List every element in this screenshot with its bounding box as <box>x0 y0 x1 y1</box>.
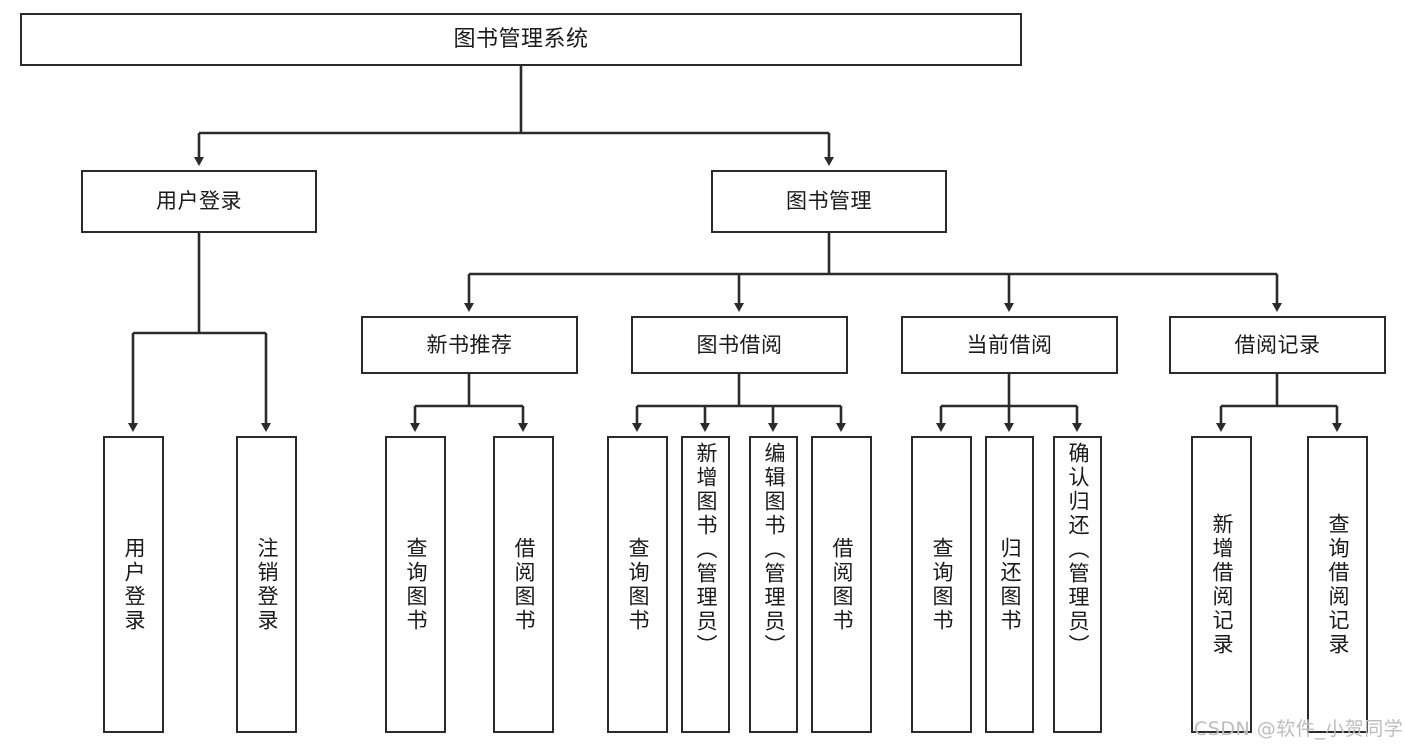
leaf-user-logout-label: 注销登录 <box>255 536 279 633</box>
leaf-user-logout[interactable]: 注销登录 <box>236 436 297 733</box>
leaf-return-book[interactable]: 归还图书 <box>985 436 1034 733</box>
leaf-query-book-3[interactable]: 查询图书 <box>911 436 972 733</box>
node-book-borrow[interactable]: 图书借阅 <box>631 316 848 374</box>
csdn-watermark: CSDN @软件_小贺同学 <box>1194 718 1404 740</box>
node-root-system-label: 图书管理系统 <box>453 26 589 52</box>
leaf-edit-book-label: 编辑图书（管理员） <box>762 442 786 658</box>
leaf-confirm-return[interactable]: 确认归还（管理员） <box>1053 436 1102 733</box>
leaf-query-record-label: 查询借阅记录 <box>1326 512 1350 657</box>
leaf-add-book[interactable]: 新增图书（管理员） <box>681 436 730 733</box>
leaf-query-book-2-label: 查询图书 <box>626 536 650 633</box>
leaf-borrow-book-2[interactable]: 借阅图书 <box>811 436 872 733</box>
leaf-query-book-1[interactable]: 查询图书 <box>385 436 446 733</box>
leaf-query-book-3-label: 查询图书 <box>930 536 954 633</box>
node-user-login-label: 用户登录 <box>156 189 242 214</box>
node-user-login[interactable]: 用户登录 <box>81 170 317 233</box>
leaf-edit-book[interactable]: 编辑图书（管理员） <box>749 436 798 733</box>
node-book-management-label: 图书管理 <box>786 189 872 214</box>
node-borrow-record[interactable]: 借阅记录 <box>1169 316 1386 374</box>
leaf-user-login-label: 用户登录 <box>122 536 146 633</box>
leaf-borrow-book-2-label: 借阅图书 <box>830 536 854 633</box>
leaf-query-record[interactable]: 查询借阅记录 <box>1307 436 1368 733</box>
leaf-borrow-book-1-label: 借阅图书 <box>512 536 536 633</box>
leaf-query-book-2[interactable]: 查询图书 <box>607 436 668 733</box>
leaf-return-book-label: 归还图书 <box>998 536 1022 633</box>
leaf-query-book-1-label: 查询图书 <box>404 536 428 633</box>
node-new-book-recommend-label: 新书推荐 <box>426 332 513 357</box>
node-current-borrow[interactable]: 当前借阅 <box>901 316 1118 374</box>
leaf-borrow-book-1[interactable]: 借阅图书 <box>493 436 554 733</box>
node-book-management[interactable]: 图书管理 <box>711 170 947 233</box>
node-book-borrow-label: 图书借阅 <box>696 332 783 357</box>
leaf-add-record-label: 新增借阅记录 <box>1210 512 1234 657</box>
leaf-user-login[interactable]: 用户登录 <box>103 436 164 733</box>
node-root-system[interactable]: 图书管理系统 <box>20 13 1022 66</box>
leaf-add-record[interactable]: 新增借阅记录 <box>1191 436 1252 733</box>
node-borrow-record-label: 借阅记录 <box>1234 332 1321 357</box>
leaf-add-book-label: 新增图书（管理员） <box>694 442 718 658</box>
leaf-confirm-return-label: 确认归还（管理员） <box>1066 442 1090 658</box>
node-new-book-recommend[interactable]: 新书推荐 <box>361 316 578 374</box>
node-current-borrow-label: 当前借阅 <box>966 332 1053 357</box>
